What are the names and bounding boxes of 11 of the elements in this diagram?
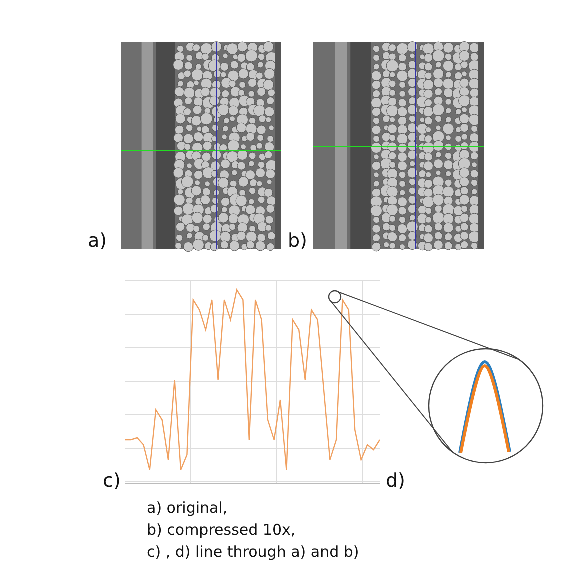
panel-label: d): [386, 470, 406, 492]
zoom-line: [338, 292, 520, 360]
magnified-view-circle: [428, 348, 544, 464]
caption-line: a) original,: [147, 499, 228, 517]
caption-line: c) , d) line through a) and b): [147, 543, 360, 561]
caption-line: b) compressed 10x,: [147, 521, 296, 539]
panel-label: a): [88, 230, 108, 252]
zoom-marker-circle: [328, 290, 342, 304]
panel-label: b): [288, 230, 308, 252]
panel-label: c): [103, 470, 121, 492]
zoom-line: [331, 301, 454, 453]
